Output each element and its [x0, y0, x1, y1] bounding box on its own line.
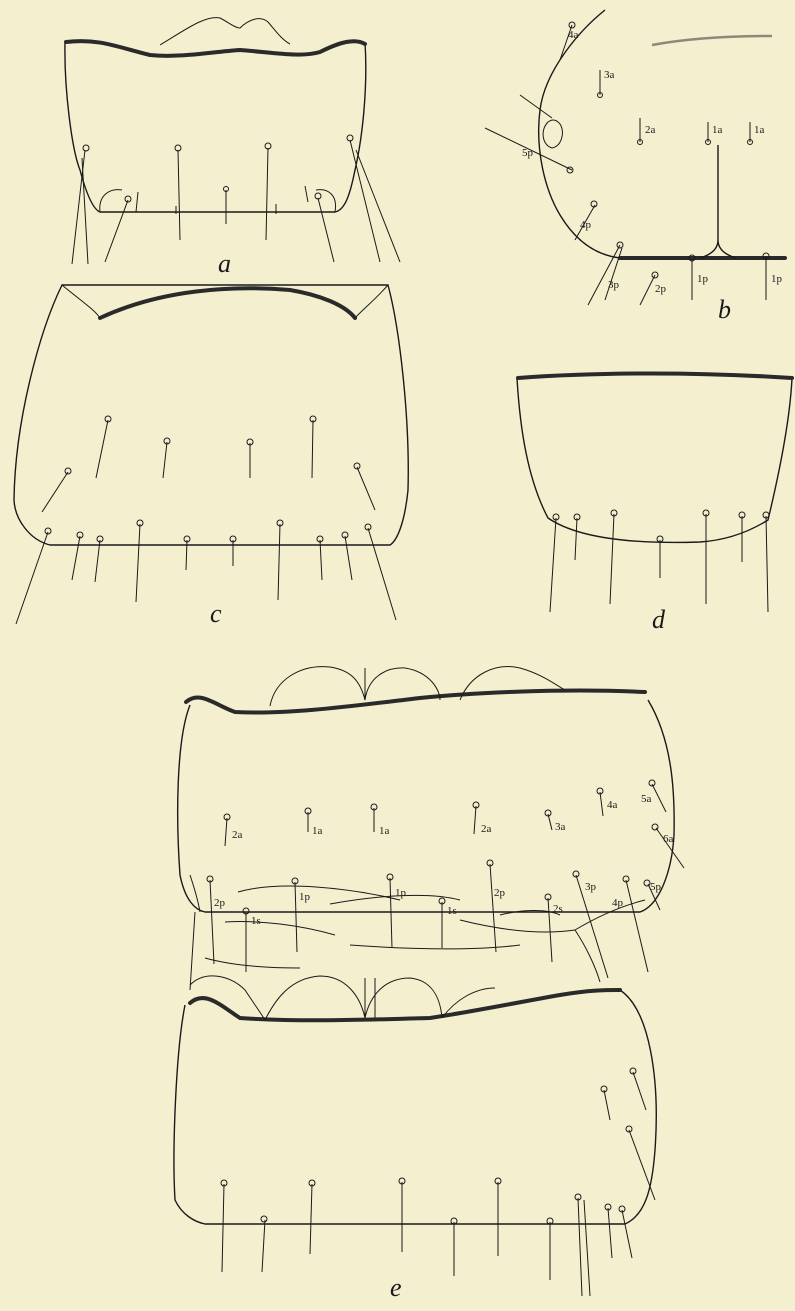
figure-a-letter: a	[218, 249, 231, 278]
figure-d-setae	[550, 510, 769, 612]
figure-e-upper-anterior-band	[186, 691, 645, 713]
figure-b-anterior-band	[652, 36, 772, 45]
figure-e-label-5p: 5p	[650, 881, 662, 893]
figure-e-intersegment-membrane	[190, 875, 645, 990]
figure-b-seta-labels: 4a 3a 2a 1a 1a 5p 4p 3p 2p 1p 1p	[522, 29, 783, 295]
figure-b-midline	[700, 145, 736, 258]
figure-a-plate-outline	[65, 42, 366, 212]
figure-e-label-3p: 3p	[585, 881, 597, 893]
figure-a-setae	[72, 135, 400, 264]
figure-d-anterior-band	[518, 374, 792, 379]
figure-e-label-1p: 1p	[299, 891, 311, 903]
figure-b-label-1p: 1p	[771, 273, 783, 285]
figure-e-label-6a: 6a	[663, 833, 674, 845]
figure-e-label-5a: 5a	[641, 793, 652, 805]
figure-d-letter: d	[652, 605, 666, 634]
figure-e-label-4p: 4p	[612, 897, 624, 909]
figure-a: a	[65, 18, 400, 278]
figure-e-label-2p: 2p	[494, 887, 506, 899]
figure-c-letter: c	[210, 599, 222, 628]
figure-e-label-2a: 2a	[481, 823, 492, 835]
figure-b: 4a 3a 2a 1a 1a 5p 4p 3p 2p 1p 1p b	[485, 10, 785, 324]
figure-e-label-2a: 2a	[232, 829, 243, 841]
figure-e-label-1a: 1a	[312, 825, 323, 837]
figure-e: 2a 1a 1a 2a 3a 4a 5a 6a 2p 1s 1p 1p 1s 2…	[174, 667, 684, 1302]
figure-e-seta-labels: 2a 1a 1a 2a 3a 4a 5a 6a 2p 1s 1p 1p 1s 2…	[214, 793, 674, 927]
figure-e-label-1s: 1s	[251, 915, 261, 927]
figure-c-setae	[16, 416, 396, 624]
figure-e-lower-segment-outline	[174, 990, 656, 1224]
figure-c-anterior-band	[100, 288, 355, 318]
figure-c-plate-outline	[14, 285, 408, 545]
figure-b-plate-outline	[539, 10, 785, 258]
figure-d: d	[517, 374, 792, 635]
figure-e-label-1a: 1a	[379, 825, 390, 837]
figure-b-label-4p: 4p	[580, 219, 592, 231]
figure-b-setae	[485, 22, 769, 305]
figure-c: c	[14, 285, 408, 628]
figure-b-spiracle	[543, 120, 562, 148]
figure-e-label-4a: 4a	[607, 799, 618, 811]
figure-d-plate-outline	[517, 378, 792, 542]
figure-b-label-3p: 3p	[608, 279, 620, 291]
figure-b-label-1a: 1a	[754, 124, 765, 136]
figure-e-lower-setae	[221, 1068, 655, 1296]
figure-a-head-lobe	[160, 18, 290, 45]
figure-b-label-1a: 1a	[712, 124, 723, 136]
figure-b-label-4a: 4a	[568, 29, 579, 41]
figure-b-label-3a: 3a	[604, 69, 615, 81]
figure-b-letter: b	[718, 295, 731, 324]
figure-b-label-2p: 2p	[655, 283, 667, 295]
figure-b-label-5p: 5p	[522, 147, 534, 159]
figure-e-letter: e	[390, 1273, 402, 1302]
figure-e-label-1p: 1p	[395, 887, 407, 899]
figure-b-label-1p: 1p	[697, 273, 709, 285]
figure-a-anterior-band	[66, 41, 365, 56]
figure-e-upper-segment-outline	[178, 700, 674, 912]
figure-e-label-3a: 3a	[555, 821, 566, 833]
figure-e-label-2p: 2p	[214, 897, 226, 909]
figure-e-label-2s: 2s	[553, 903, 563, 915]
figure-e-label-1s: 1s	[447, 905, 457, 917]
figure-e-lower-anterior-band	[190, 990, 620, 1020]
figure-b-label-2a: 2a	[645, 124, 656, 136]
